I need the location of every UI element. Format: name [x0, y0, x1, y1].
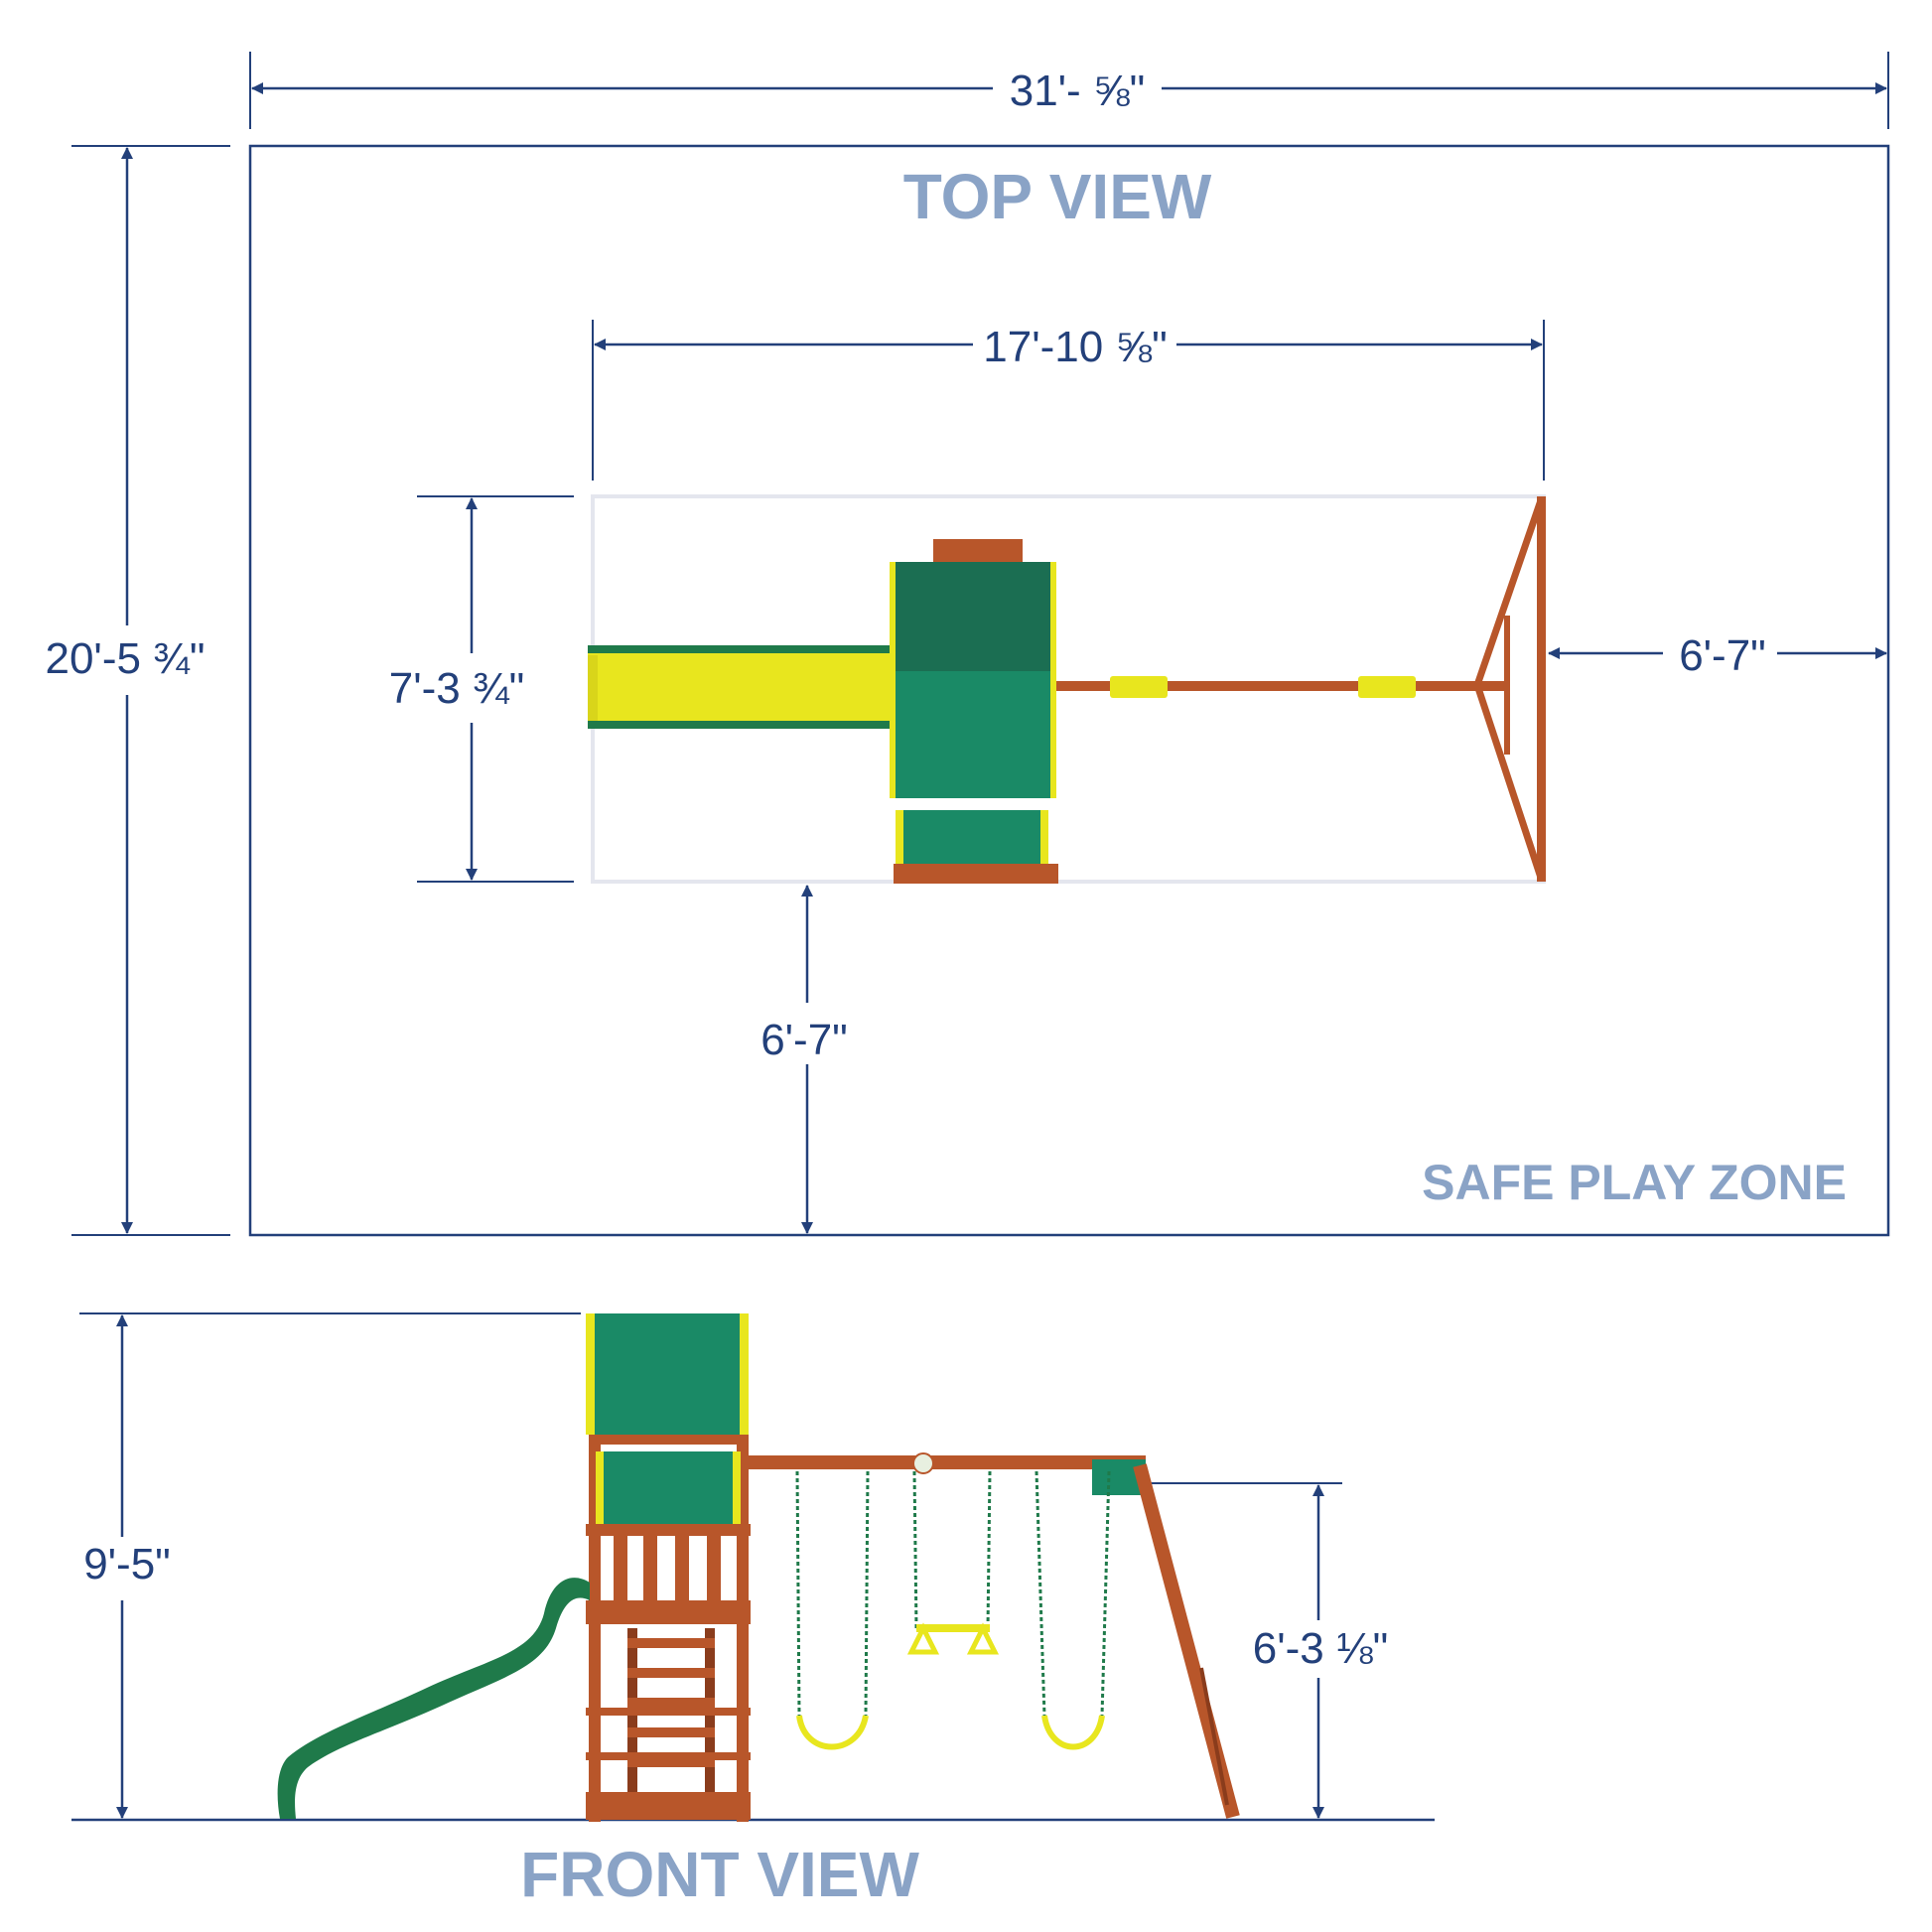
overall-depth-label: 20'-5 ¾" — [45, 634, 205, 683]
safe-play-zone-label: SAFE PLAY ZONE — [1422, 1155, 1847, 1210]
top-view-heading: TOP VIEW — [903, 161, 1212, 232]
total-height-dimension: 9'-5" — [79, 1312, 581, 1819]
front-clearance-dimension: 6'-7" — [760, 885, 848, 1234]
overall-width-dimension: 31'- ⅝" — [249, 52, 1889, 129]
front-view-swings — [795, 1470, 1111, 1750]
beam-height-label: 6'-3 ⅛" — [1253, 1624, 1389, 1673]
front-clearance-label: 6'-7" — [760, 1016, 848, 1064]
front-view-slide — [277, 1578, 590, 1819]
swing-beam-top — [1056, 681, 1509, 691]
beam-height-dimension: 6'-3 ⅛" — [1140, 1482, 1389, 1819]
structure-depth-label: 7'-3 ¾" — [389, 664, 525, 713]
slide-top — [588, 647, 894, 729]
total-height-label: 9'-5" — [83, 1540, 171, 1588]
front-view-heading: FRONT VIEW — [520, 1839, 919, 1910]
safe-play-zone-border — [248, 144, 1890, 1237]
front-view-tower — [586, 1313, 751, 1822]
structure-width-dimension: 17'-10 ⅝" — [592, 320, 1545, 481]
side-clearance-label: 6'-7" — [1679, 631, 1766, 680]
structure-width-label: 17'-10 ⅝" — [983, 323, 1167, 371]
overall-width-label: 31'- ⅝" — [1010, 67, 1146, 115]
side-clearance-dimension: 6'-7" — [1548, 631, 1887, 680]
front-view-swing-frame — [749, 1452, 1240, 1819]
front-view: FRONT VIEW 9'-5" 6'-3 ⅛" — [71, 1312, 1435, 1910]
overall-depth-dimension: 20'-5 ¾" — [45, 145, 230, 1236]
top-view-playset — [588, 496, 1546, 884]
top-view: TOP VIEW SAFE PLAY ZONE 31'- ⅝" 20'-5 ¾"… — [45, 52, 1890, 1237]
structure-depth-dimension: 7'-3 ¾" — [389, 495, 574, 883]
